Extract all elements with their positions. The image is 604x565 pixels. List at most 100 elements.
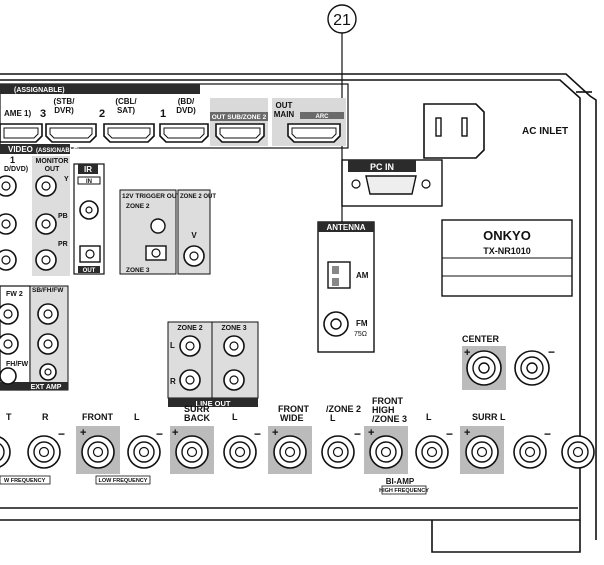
spk-label-zone2-1: /ZONE 2: [326, 404, 361, 414]
preout-sb-jack-3[interactable]: [39, 363, 57, 381]
speaker-terminal-ring: [327, 441, 349, 463]
hdmi-port-1[interactable]: [159, 123, 209, 143]
pc-in: PC IN: [341, 159, 443, 207]
spk-label-front-wide-1: FRONT: [278, 404, 309, 414]
spk-label-l1: L: [134, 412, 140, 422]
hdmi-label-cbl: (CBL/: [115, 97, 137, 106]
ir-out-jack[interactable]: [79, 245, 101, 263]
spk-label-r: R: [42, 412, 49, 422]
minus-mark: −: [58, 427, 65, 441]
spk-label-surr-back-1: SURR: [184, 404, 210, 414]
hdmi-port-out-main[interactable]: [287, 123, 341, 143]
speaker-terminal-ring: [181, 441, 203, 463]
speaker-terminal-ring: [471, 441, 493, 463]
line-out-zone3: ZONE 3: [221, 325, 246, 332]
line-out-zone2-l[interactable]: [179, 335, 201, 357]
callout-number: 21: [333, 12, 351, 29]
hdmi-port-2[interactable]: [103, 123, 155, 143]
antenna-header: ANTENNA: [326, 223, 365, 232]
video-out-pb[interactable]: [35, 213, 57, 235]
video-out-pr[interactable]: [35, 249, 57, 271]
preout-fhfw-jack[interactable]: [0, 367, 17, 385]
speaker-terminal-ring: [279, 441, 301, 463]
trigger-zone3: ZONE 3: [126, 267, 150, 274]
spk-label-surr-back-2: BACK: [184, 413, 210, 423]
ac-inlet-label: AC INLET: [522, 126, 568, 137]
speaker-terminal-9[interactable]: [415, 435, 449, 469]
speaker-terminal-2[interactable]: [81, 435, 115, 469]
line-out-zone2-r[interactable]: [179, 369, 201, 391]
speaker-terminal-0[interactable]: [0, 436, 11, 468]
line-out-zone3-r[interactable]: [223, 369, 245, 391]
speaker-terminal-1[interactable]: [27, 435, 61, 469]
spk-label-l2: L: [232, 412, 238, 422]
low-freq: LOW FREQUENCY: [99, 478, 148, 484]
hdmi-port-ame1[interactable]: [0, 123, 43, 143]
hdmi-label-sat: SAT): [117, 106, 135, 115]
ir-in-jack[interactable]: [79, 200, 99, 220]
ac-inlet: AC INLET: [423, 103, 568, 159]
preout-fw2-jack-1[interactable]: [0, 303, 19, 325]
speaker-terminal-7[interactable]: [321, 435, 355, 469]
zone2-out-header: ZONE 2 OUT: [180, 194, 216, 200]
hdmi-section: (ASSIGNABLE) AME 1) 3 (STB/ DVR) 2 (CBL/…: [0, 83, 349, 149]
preout-ext-amp: EXT AMP: [31, 384, 62, 391]
video-in-pr[interactable]: [0, 249, 17, 271]
preout-sb-jack-2[interactable]: [37, 333, 59, 355]
spk-label-front-wide-2: WIDE: [280, 413, 304, 423]
hdmi-port-out-sub[interactable]: [215, 123, 265, 143]
low-freq-left: W FREQUENCY: [4, 478, 46, 484]
model-name: TX-NR1010: [483, 246, 531, 256]
line-out-zone3-l[interactable]: [223, 335, 245, 357]
minus-mark: −: [254, 427, 261, 441]
speaker-terminal-core: [234, 446, 246, 458]
preout-fw2-jack-2[interactable]: [0, 333, 19, 355]
speaker-terminal-12[interactable]: [561, 435, 595, 469]
center-terminal-minus[interactable]: [514, 350, 550, 386]
svg-text:MONITOR: MONITOR: [36, 158, 69, 165]
frequency-labels: W FREQUENCY LOW FREQUENCY BI-AMP HIGH FR…: [0, 475, 429, 495]
spk-label-surr-l: SURR L: [472, 412, 506, 422]
speaker-terminal-3[interactable]: [127, 435, 161, 469]
hdmi-header: (ASSIGNABLE): [14, 87, 65, 94]
speaker-terminal-5[interactable]: [223, 435, 257, 469]
preout-sb-jack-1[interactable]: [37, 303, 59, 325]
hdmi-port-3[interactable]: [45, 123, 97, 143]
speaker-terminal-8[interactable]: [369, 435, 403, 469]
spk-label-front-high-3: /ZONE 3: [372, 414, 407, 424]
speaker-terminal-core: [524, 446, 536, 458]
speaker-terminal-core: [380, 446, 392, 458]
video-assignable: (ASSIGNABLE): [36, 148, 79, 154]
spk-label-front-high-2: HIGH: [372, 405, 395, 415]
plus-mark: +: [464, 427, 470, 439]
speaker-terminal-core: [426, 446, 438, 458]
pc-in-label: PC IN: [370, 162, 394, 172]
video-in1-label: D/DVD): [4, 166, 28, 173]
speaker-terminal-10[interactable]: [465, 435, 499, 469]
ir-section: IR IN OUT: [73, 163, 105, 275]
spk-label-zone2-2: L: [330, 413, 336, 423]
speaker-terminal-11[interactable]: [513, 435, 547, 469]
minus-mark: −: [544, 427, 551, 441]
center-plus: +: [464, 347, 470, 359]
video-out-y[interactable]: [35, 175, 57, 197]
trigger-zone2-jack[interactable]: [150, 218, 166, 234]
speaker-terminal-ring: [421, 441, 443, 463]
speaker-terminal-4[interactable]: [175, 435, 209, 469]
preout-section: FW 2 FH/FW SB/FH/FW EXT AMP: [0, 285, 69, 391]
hdmi-arc: ARC: [316, 114, 330, 120]
speaker-terminal-core: [186, 446, 198, 458]
video-in-pb[interactable]: [0, 213, 17, 235]
line-out-zone2: ZONE 2: [177, 325, 202, 332]
trigger-section: 12V TRIGGER OUT ZONE 2 ZONE 3 ZONE 2 OUT…: [119, 189, 216, 275]
trigger-zone3-jack[interactable]: [145, 245, 167, 261]
line-out-footer: LINE OUT: [196, 399, 231, 408]
hdmi-num-3: 3: [40, 108, 46, 120]
pc-in-port[interactable]: [365, 175, 417, 195]
zone2-out-video-jack[interactable]: [183, 245, 205, 267]
speaker-terminal-6[interactable]: [273, 435, 307, 469]
svg-text:OUT: OUT: [45, 166, 61, 173]
video-in-y[interactable]: [0, 175, 17, 197]
plus-mark: +: [172, 427, 178, 439]
center-terminal-plus[interactable]: [466, 350, 502, 386]
